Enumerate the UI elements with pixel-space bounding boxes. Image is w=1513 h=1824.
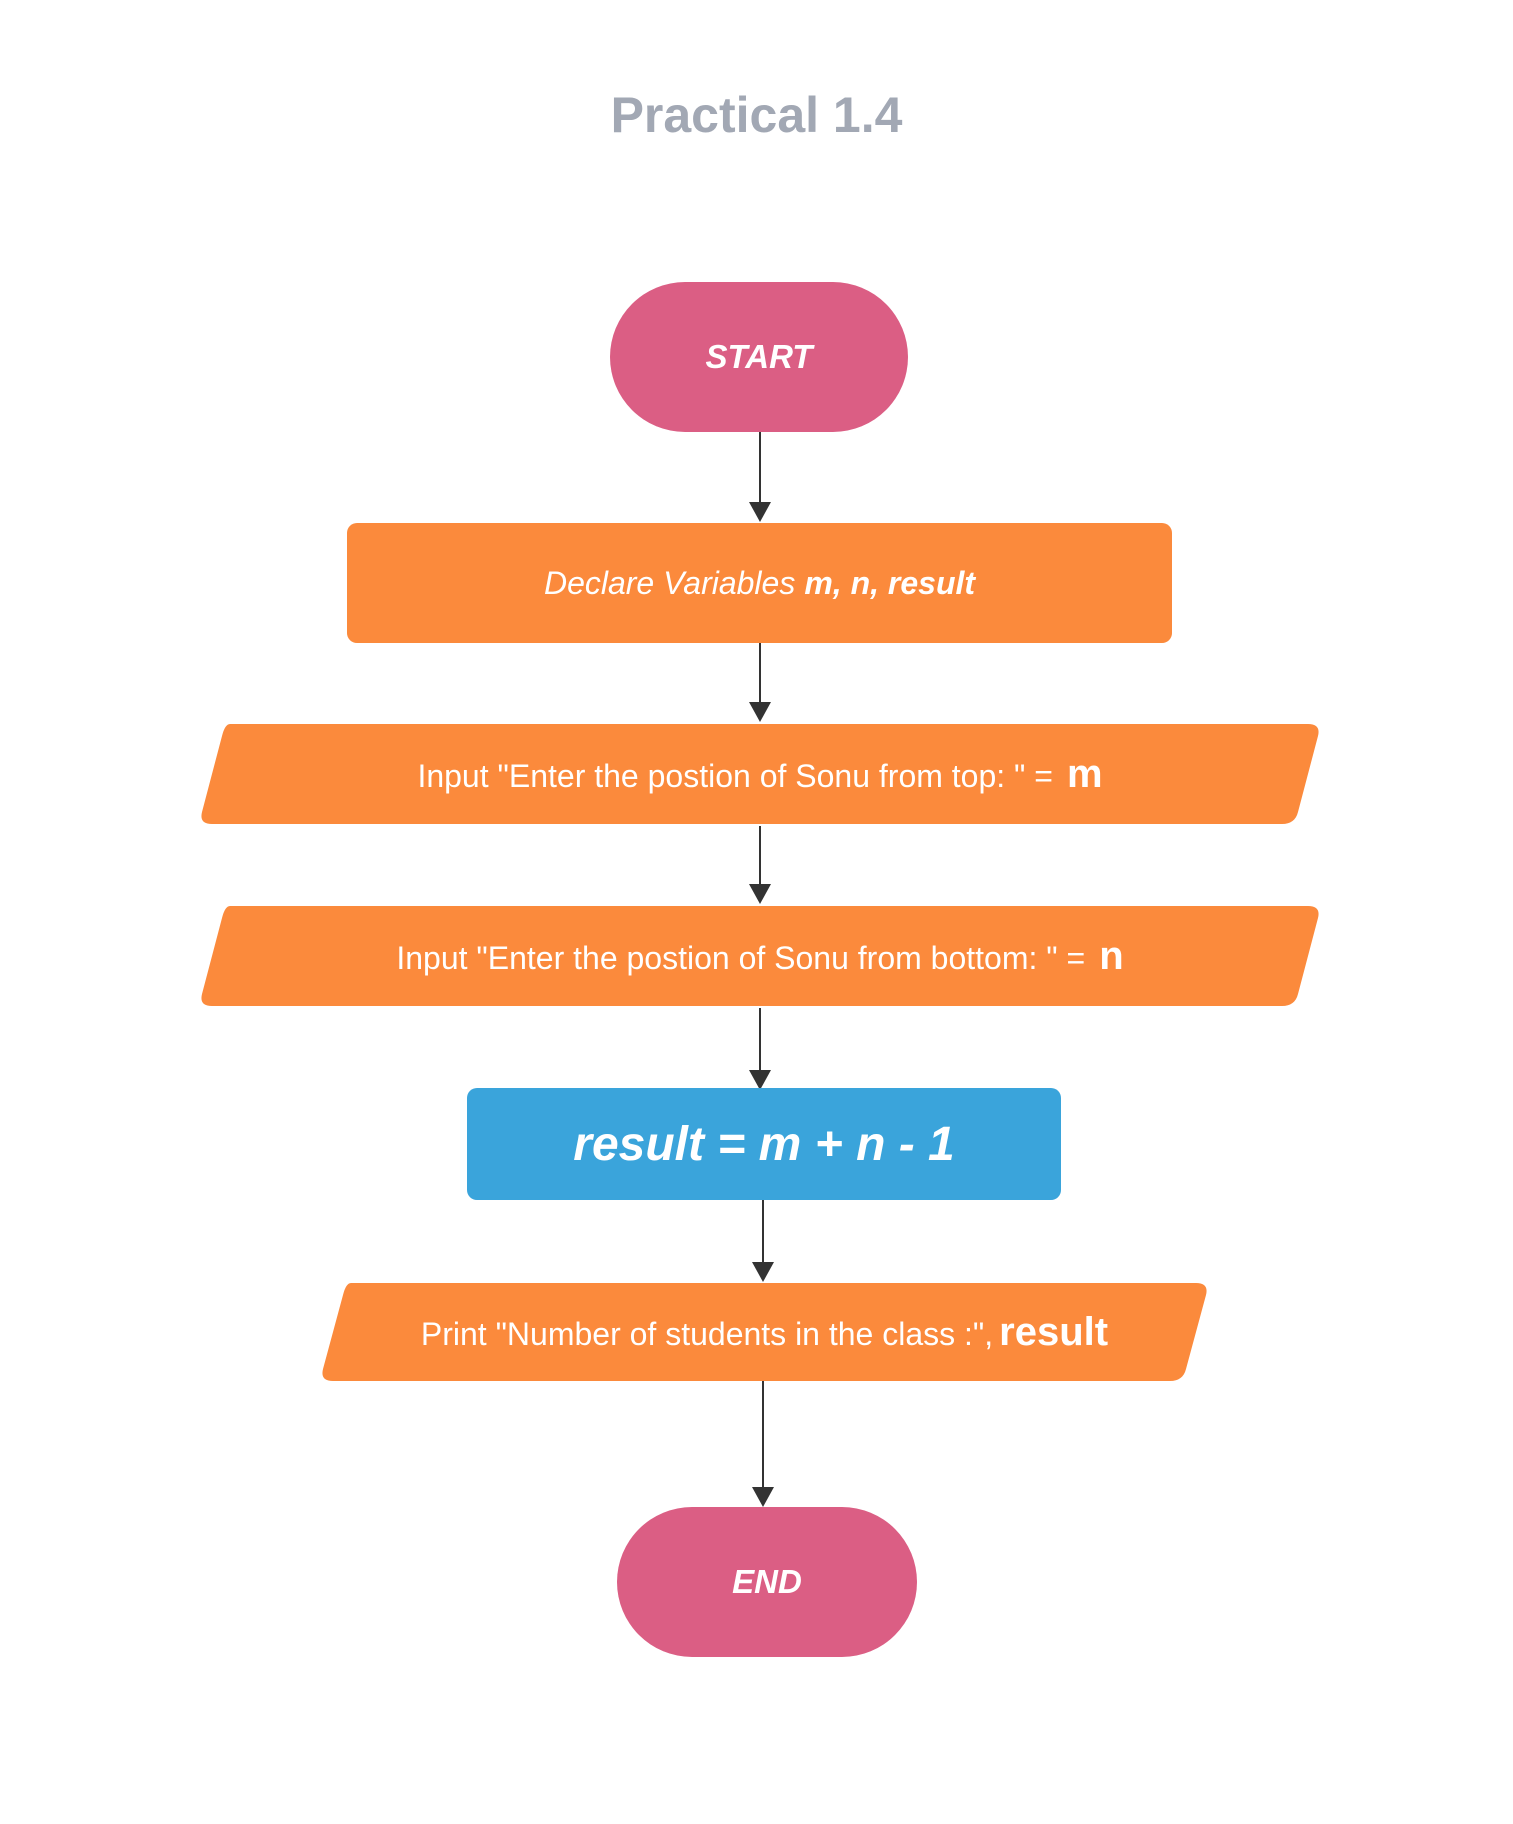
print-text: Print "Number of students in the class :… bbox=[421, 1310, 1108, 1355]
declare-prefix: Declare Variables bbox=[543, 564, 796, 601]
input-n-shape bbox=[201, 906, 1319, 1006]
print-var: result bbox=[999, 1309, 1109, 1354]
declare-variables-step: Declare Variables m, n, result bbox=[347, 523, 1172, 643]
print-result-step: Print "Number of students in the class :… bbox=[321, 1283, 1208, 1381]
input-m-text: Input "Enter the postion of Sonu from to… bbox=[417, 752, 1102, 797]
input-n-text: Input "Enter the postion of Sonu from bo… bbox=[396, 934, 1123, 979]
input-m-step: Input "Enter the postion of Sonu from to… bbox=[200, 724, 1320, 824]
input-n-step: Input "Enter the postion of Sonu from bo… bbox=[200, 906, 1320, 1006]
input-n-prompt: Input "Enter the postion of Sonu from bo… bbox=[396, 939, 1086, 976]
input-m-shape bbox=[201, 724, 1319, 824]
print-prompt: Print "Number of students in the class :… bbox=[420, 1315, 994, 1352]
input-m-var: m bbox=[1066, 751, 1103, 796]
print-shape bbox=[322, 1283, 1207, 1381]
start-terminal: START bbox=[610, 282, 908, 432]
input-n-var: n bbox=[1099, 933, 1124, 978]
declare-vars: m, n, result bbox=[804, 564, 976, 601]
end-label: END bbox=[732, 1563, 802, 1600]
start-label: START bbox=[705, 338, 813, 375]
compute-result-step: result = m + n - 1 bbox=[467, 1088, 1061, 1200]
diagram-title: Practical 1.4 bbox=[610, 87, 903, 143]
input-m-prompt: Input "Enter the postion of Sonu from to… bbox=[417, 757, 1053, 794]
end-terminal: END bbox=[617, 1507, 917, 1657]
compute-label: result = m + n - 1 bbox=[573, 1117, 955, 1171]
